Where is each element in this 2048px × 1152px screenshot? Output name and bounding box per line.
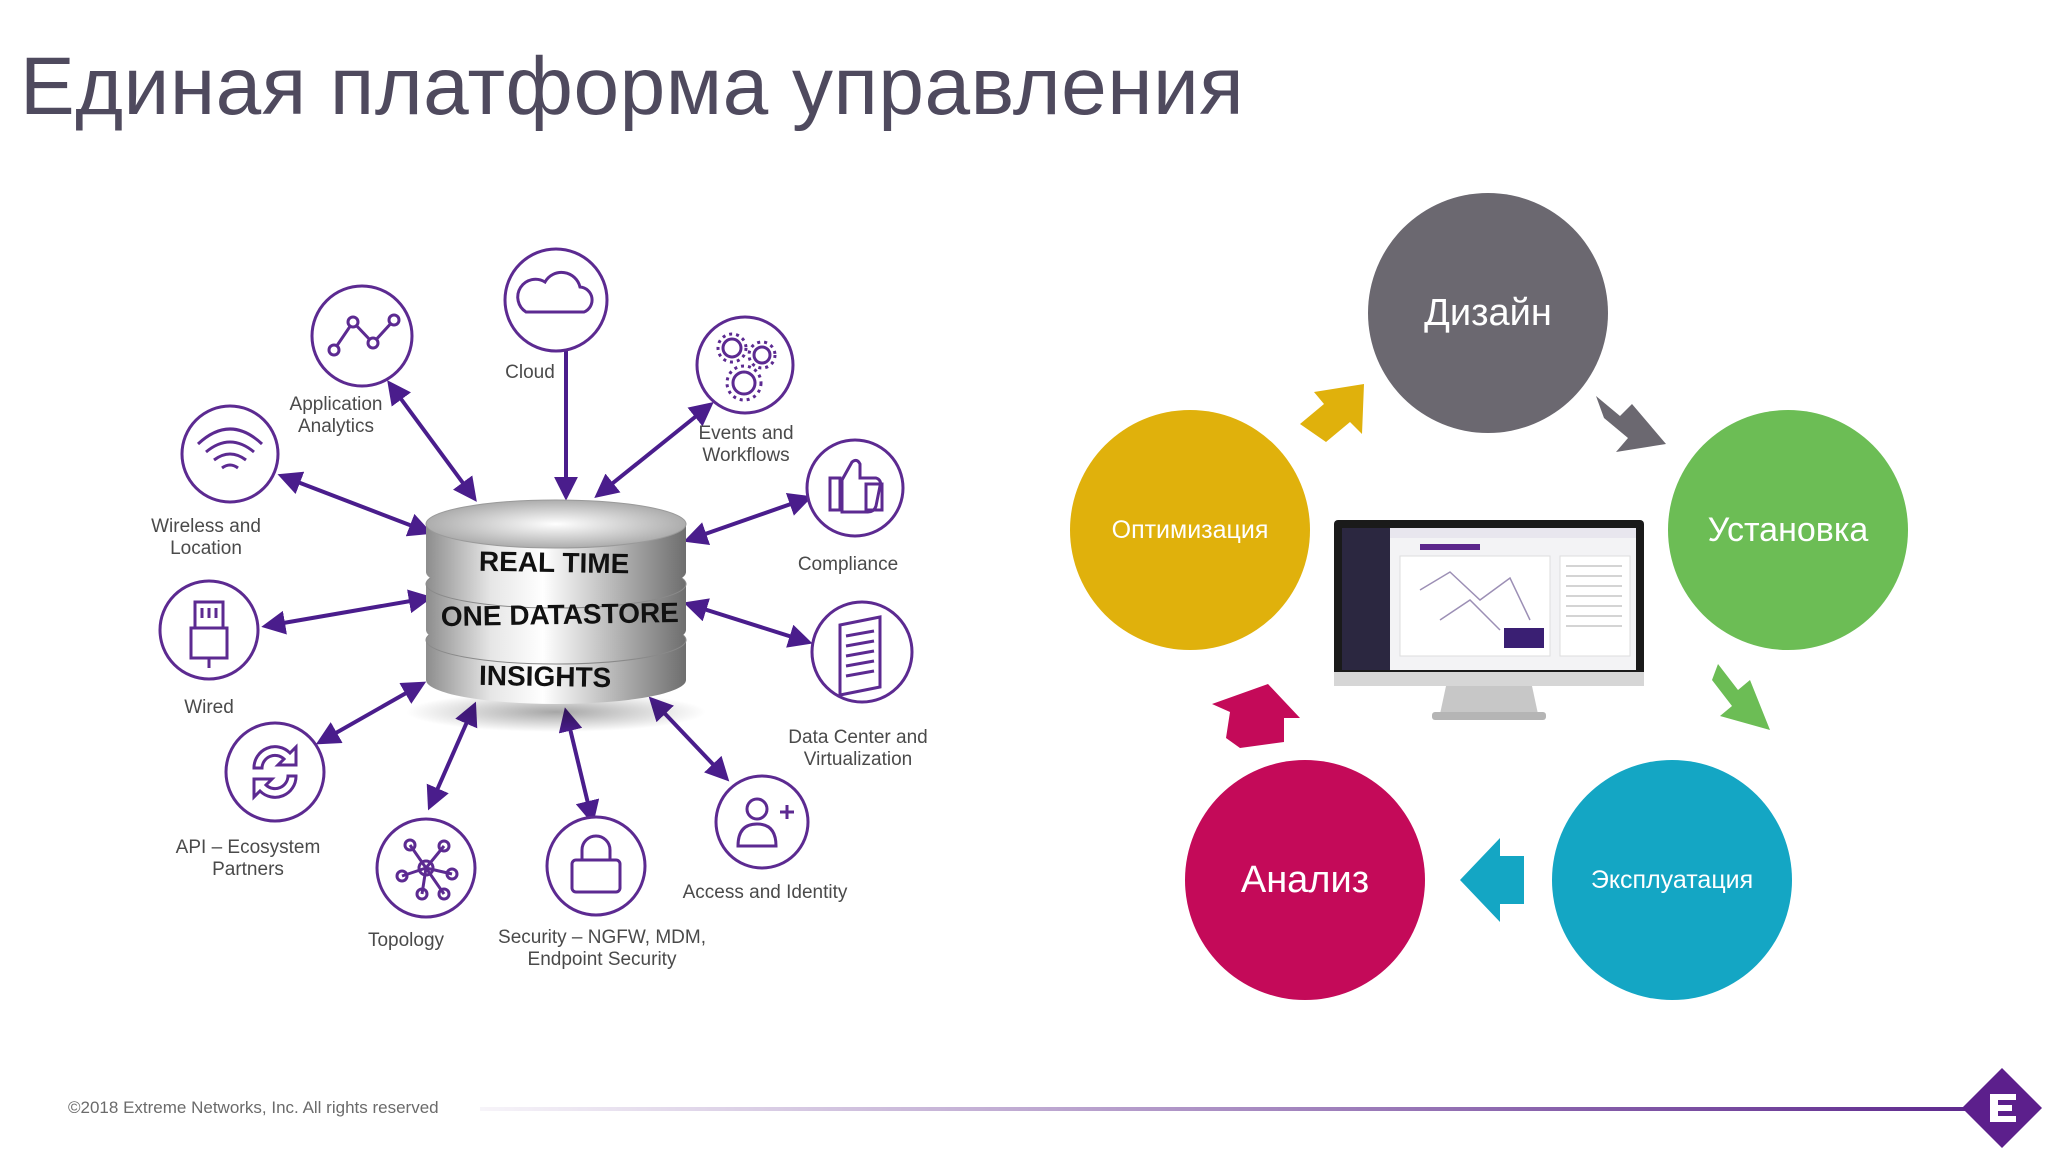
- label-cloud: Cloud: [505, 362, 555, 383]
- datastore-cylinder: REAL TIME ONE DATASTORE INSIGHTS: [406, 499, 706, 732]
- topology-icon: [375, 817, 477, 919]
- label-compliance: Compliance: [797, 554, 899, 575]
- extreme-logo: [1962, 1068, 2042, 1148]
- add-user-icon: [714, 774, 810, 870]
- monitor-image: [1334, 520, 1644, 720]
- datastore-layer-insights: INSIGHTS: [479, 660, 612, 693]
- cycle-install-label: Установка: [1707, 510, 1869, 549]
- datastore-layer-realtime: REAL TIME: [479, 546, 630, 580]
- label-wired: Wired: [184, 697, 234, 718]
- arrow-operate-to-analyze: [1460, 838, 1524, 922]
- thumbs-up-icon: [805, 438, 905, 538]
- arrow-optimize-to-design: [1300, 384, 1364, 442]
- cycle-design-label: Дизайн: [1424, 291, 1552, 334]
- cycle-arrows: [1212, 384, 1770, 922]
- ethernet-icon: [158, 579, 260, 681]
- cycle-optimize: Оптимизация: [1070, 410, 1310, 650]
- label-datacenter: Data Center and Virtualization: [788, 727, 928, 770]
- arrow-analyze-to-optimize: [1212, 684, 1300, 748]
- arrow-install-to-operate: [1712, 664, 1770, 730]
- cycle-operate: Эксплуатация: [1552, 760, 1792, 1000]
- label-wireless: Wireless and Location: [151, 516, 261, 559]
- arrow-api: [315, 681, 427, 745]
- arrow-design-to-install: [1596, 396, 1666, 452]
- label-api: API – Ecosystem Partners: [175, 837, 321, 880]
- line-chart-icon: [310, 284, 414, 388]
- server-icon: [810, 600, 914, 704]
- arrow-compliance: [683, 493, 813, 545]
- wifi-icon: [180, 404, 280, 504]
- label-events: Events and Workflows: [698, 423, 794, 466]
- gears-icon: [695, 315, 795, 415]
- footer-copyright: ©2018 Extreme Networks, Inc. All rights …: [68, 1098, 439, 1117]
- label-topology: Topology: [367, 930, 445, 951]
- label-security: Security – NGFW, MDM, Endpoint Security: [498, 927, 706, 970]
- connector-arrows: [261, 317, 813, 825]
- page-title: Единая платформа управления: [20, 41, 1245, 132]
- cycle-operate-label: Эксплуатация: [1590, 865, 1754, 894]
- arrow-events: [594, 401, 714, 499]
- cycle-optimize-label: Оптимизация: [1111, 515, 1269, 544]
- label-access: Access and Identity: [682, 882, 848, 903]
- sync-icon: [224, 721, 326, 823]
- arrow-wireless: [277, 471, 433, 537]
- datastore-layer-onedatastore: ONE DATASTORE: [441, 597, 680, 632]
- footer-divider: [480, 1107, 1985, 1111]
- arrow-datacenter: [683, 598, 813, 648]
- arrow-analytics: [387, 380, 477, 502]
- cycle-analyze: Анализ: [1185, 760, 1425, 1000]
- cycle-install: Установка: [1668, 410, 1908, 650]
- cycle-analyze-label: Анализ: [1240, 858, 1370, 901]
- cloud-icon: [503, 247, 609, 353]
- arrow-wired: [261, 589, 433, 635]
- cycle-design: Дизайн: [1368, 193, 1608, 433]
- label-analytics: Application Analytics: [289, 394, 383, 437]
- lock-icon: [545, 815, 647, 917]
